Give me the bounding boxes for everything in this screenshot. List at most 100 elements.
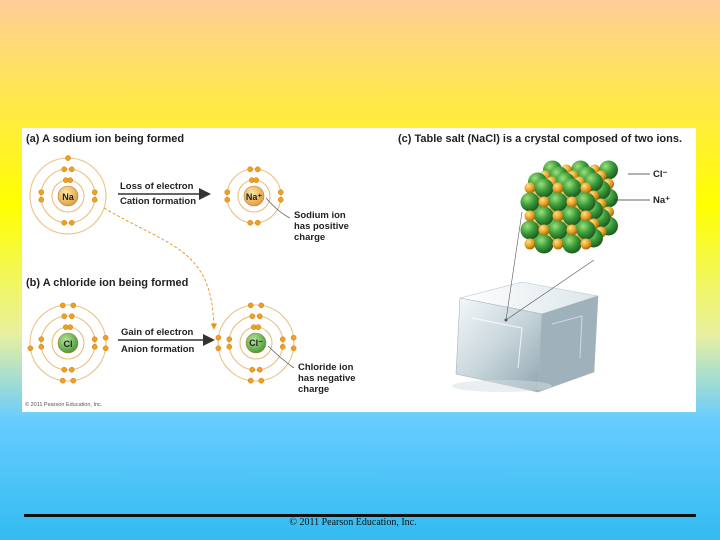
sodium-callout-2: has positive <box>294 221 349 232</box>
electron <box>61 366 68 373</box>
electron <box>215 345 222 352</box>
sodium-callout-1: Sodium ion <box>294 210 346 221</box>
sodium-sphere <box>552 182 564 194</box>
chloride-sphere <box>576 192 596 212</box>
loss-of-electron-label: Loss of electron <box>120 181 194 192</box>
chloride-sphere <box>534 234 554 254</box>
electron <box>226 336 233 343</box>
sodium-sphere <box>538 196 550 208</box>
sodium-sphere <box>538 224 550 236</box>
electron <box>279 343 286 350</box>
electron <box>253 177 260 183</box>
electron <box>249 313 256 320</box>
panel-c-title: (c) Table salt (NaCl) is a crystal compo… <box>398 133 682 145</box>
zoom-line-right <box>505 259 595 321</box>
sodium-atom-symbol: Na <box>62 192 74 202</box>
electron <box>256 366 263 373</box>
electron <box>59 377 66 384</box>
chloride-sphere <box>548 192 568 212</box>
electron-transfer-path <box>103 207 218 330</box>
orbit-ring <box>226 168 282 224</box>
electron <box>91 196 98 203</box>
electron <box>279 336 286 343</box>
electron <box>68 313 75 320</box>
electron <box>91 189 98 196</box>
electron <box>247 219 254 226</box>
electron <box>258 377 265 384</box>
anion-formation-label: Anion formation <box>121 344 195 355</box>
electron <box>247 377 254 384</box>
chloride-callout-1: Chloride ion <box>298 362 354 373</box>
panel-b-title: (b) A chloride ion being formed <box>26 277 188 289</box>
figure-credit: © 2011 Pearson Education, Inc. <box>25 401 103 408</box>
electron <box>38 336 45 343</box>
electron <box>224 189 231 196</box>
sodium-sphere <box>580 210 592 222</box>
electron <box>255 324 262 330</box>
chloride-callout-line <box>267 345 295 369</box>
electron <box>91 343 98 350</box>
sodium-sphere <box>524 238 536 250</box>
orbit-ring <box>217 304 295 382</box>
chloride-sphere <box>520 192 540 212</box>
sodium-sphere <box>566 224 578 236</box>
sodium-sphere <box>552 238 564 250</box>
electron <box>68 219 75 226</box>
sodium-sphere <box>580 182 592 194</box>
electron <box>247 302 254 309</box>
footer-copyright: © 2011 Pearson Education, Inc. <box>289 517 417 528</box>
sodium-sphere <box>580 238 592 250</box>
salt-crystal-photo <box>452 281 599 393</box>
footer-rule <box>24 514 696 517</box>
electron <box>67 177 74 183</box>
ion-formation-figure: (a) A sodium ion being formed Na Loss of… <box>22 128 696 412</box>
chloride-sphere <box>548 220 568 240</box>
electron <box>38 189 45 196</box>
electron <box>249 366 256 373</box>
electron <box>277 196 284 203</box>
sodium-ion-symbol: Na⁺ <box>246 192 263 202</box>
chloride-sphere <box>534 178 554 198</box>
gain-of-electron-label: Gain of electron <box>121 327 194 338</box>
sodium-sphere <box>524 182 536 194</box>
chloride-callout-2: has negative <box>298 373 356 384</box>
electron <box>67 324 74 330</box>
electron <box>224 196 231 203</box>
electron <box>102 345 109 352</box>
sodium-callout-3: charge <box>294 232 325 243</box>
nacl-lattice <box>520 160 618 254</box>
chloride-sphere <box>562 178 582 198</box>
electron <box>247 166 254 173</box>
electron <box>258 302 265 309</box>
chloride-sphere <box>562 206 582 226</box>
electron <box>254 219 261 226</box>
electron <box>59 302 66 309</box>
chloride-ion <box>215 302 297 384</box>
sodium-sphere <box>524 210 536 222</box>
electron <box>61 219 68 226</box>
chlorine-atom-symbol: Cl <box>64 339 73 349</box>
nucleus <box>245 332 267 354</box>
chloride-sphere <box>520 220 540 240</box>
orbit-ring <box>29 304 107 382</box>
chloride-sphere <box>534 206 554 226</box>
sodium-sphere <box>552 210 564 222</box>
figure-canvas: (a) A sodium ion being formed Na Loss of… <box>25 133 682 408</box>
electron <box>68 166 75 173</box>
electron <box>102 334 109 341</box>
electron <box>70 302 77 309</box>
panel-a-title: (a) A sodium ion being formed <box>26 133 184 145</box>
chloride-callout-3: charge <box>298 384 329 395</box>
chloride-ion-symbol: Cl⁻ <box>249 338 263 348</box>
cation-formation-label: Cation formation <box>120 196 196 207</box>
electron <box>91 336 98 343</box>
sodium-callout-line <box>265 197 291 219</box>
sodium-ion <box>224 166 284 226</box>
zoom-point <box>504 318 508 322</box>
electron <box>215 334 222 341</box>
electron <box>38 343 45 350</box>
zoom-line-left <box>505 211 523 321</box>
nucleus <box>57 185 79 207</box>
label-cl: Cl⁻ <box>653 169 668 180</box>
chloride-sphere <box>562 234 582 254</box>
